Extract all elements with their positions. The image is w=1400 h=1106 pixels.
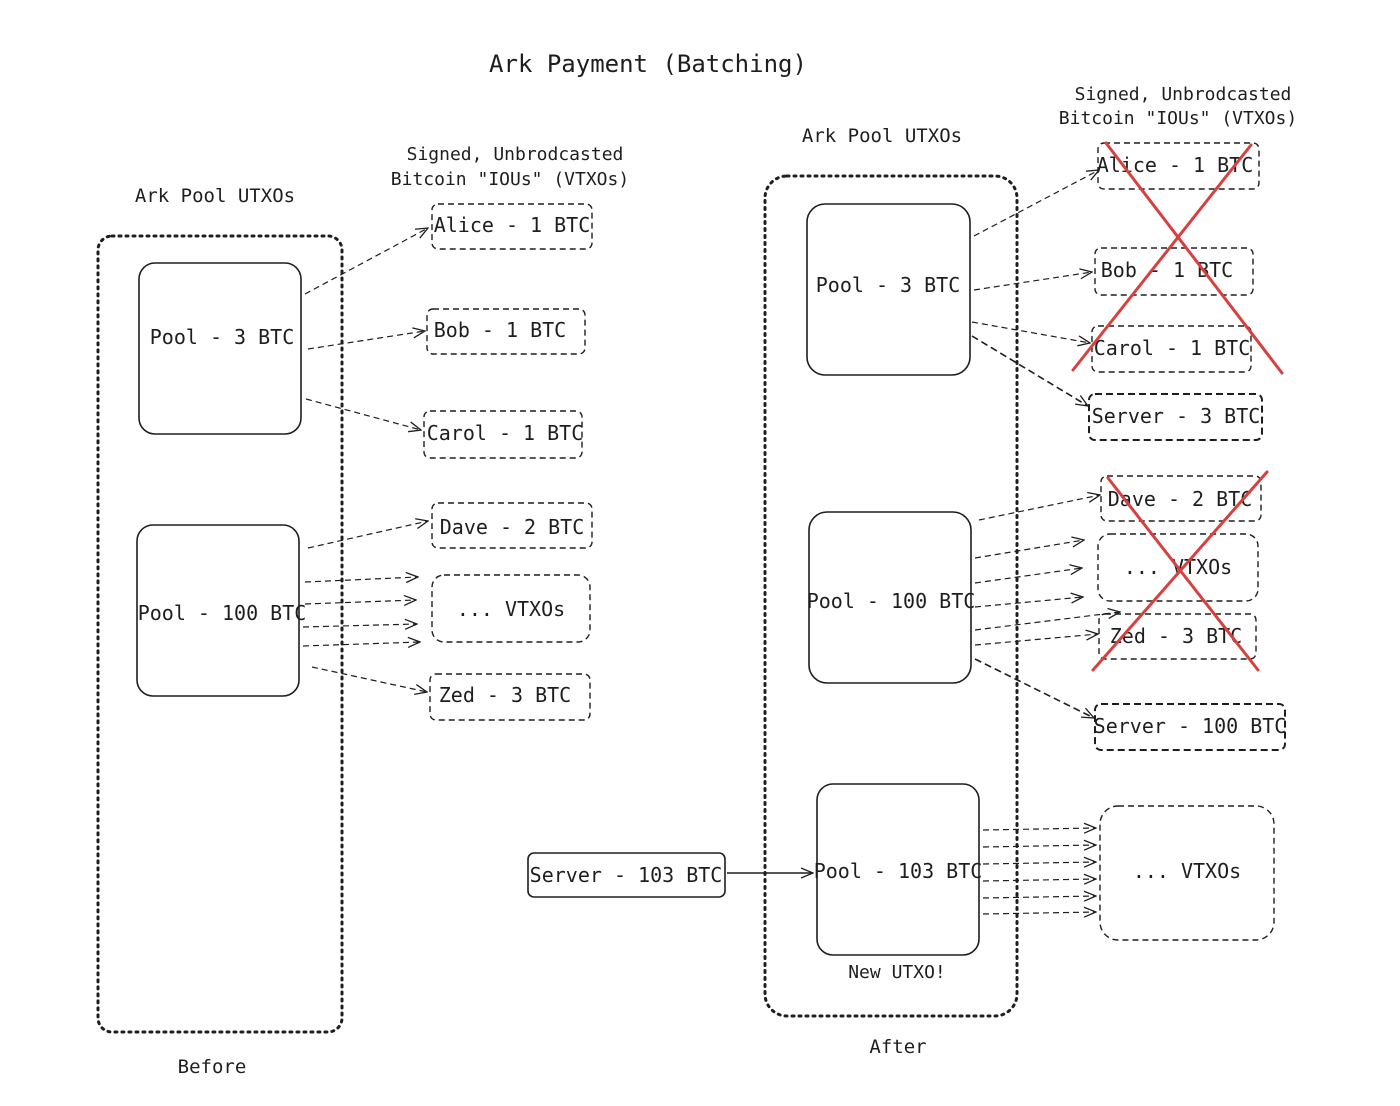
after-arrow-new-2	[982, 845, 1096, 847]
after-arrow-more-4	[974, 612, 1120, 631]
after-vtxo-label-carol: Carol - 1 BTC	[1094, 336, 1251, 360]
before-arrow-more-3	[302, 624, 417, 627]
before-pool-box-2: Pool - 100 BTC	[136, 524, 307, 697]
before-vtxo-label-more: ... VTXOs	[457, 597, 565, 621]
after-pool-label-1: Pool - 3 BTC	[816, 273, 961, 297]
after-vtxo-box-server-100: Server - 100 BTC	[1094, 703, 1287, 751]
after-caption: After	[869, 1036, 926, 1058]
after-vtxo-box-zed: Zed - 3 BTC	[1098, 613, 1257, 660]
before-vtxo-header-line2: Bitcoin "IOUs" (VTXOs)	[391, 169, 629, 190]
after-arrow-zed	[974, 634, 1098, 646]
after-arrow-bob	[973, 272, 1092, 291]
after-pool-header: Ark Pool UTXOs	[802, 125, 962, 147]
before-pool-container	[96, 234, 344, 1034]
after-arrow-new-3	[982, 862, 1096, 864]
before-vtxo-label-carol: Carol - 1 BTC	[427, 421, 584, 445]
after-pool-box-1: Pool - 3 BTC	[806, 203, 971, 376]
before-arrow-zed	[311, 666, 427, 692]
after-vtxo-box-bob: Bob - 1 BTC	[1094, 247, 1254, 296]
before-vtxo-label-alice: Alice - 1 BTC	[434, 213, 591, 237]
after-pool-label-3: Pool - 103 BTC	[814, 859, 983, 883]
after-pool-label-2: Pool - 100 BTC	[807, 589, 976, 613]
after-arrow-new-1	[982, 828, 1096, 830]
after-vtxo-box-carol: Carol - 1 BTC	[1091, 325, 1252, 373]
before-vtxo-header-line1: Signed, Unbrodcasted	[407, 144, 624, 165]
cross-mark-pool-100	[1091, 470, 1269, 672]
server-input-label: Server - 103 BTC	[530, 863, 723, 887]
before-arrow-bob	[307, 331, 425, 350]
before-vtxo-box-more: ... VTXOs	[431, 574, 591, 643]
diagram-title: Ark Payment (Batching)	[489, 50, 807, 78]
cross-mark-pool-3	[1071, 141, 1284, 375]
before-vtxo-box-dave: Dave - 2 BTC	[431, 502, 593, 549]
after-vtxo-box-new-more: ... VTXOs	[1099, 805, 1275, 941]
before-arrow-more-4	[302, 642, 420, 646]
after-arrow-new-6	[982, 912, 1096, 914]
after-vtxo-label-server-100: Server - 100 BTC	[1094, 714, 1287, 738]
before-caption: Before	[178, 1056, 247, 1078]
after-vtxo-box-server-3: Server - 3 BTC	[1088, 393, 1263, 441]
after-arrow-dave	[978, 495, 1100, 521]
before-vtxo-label-dave: Dave - 2 BTC	[440, 515, 585, 539]
after-arrow-more-1	[974, 540, 1084, 559]
after-pool-box-2: Pool - 100 BTC	[807, 511, 976, 684]
before-pool-label-2: Pool - 100 BTC	[138, 601, 307, 625]
after-arrow-new-4	[982, 879, 1096, 881]
before-arrow-alice	[304, 228, 428, 295]
after-arrow-more-3	[974, 597, 1083, 608]
before-arrow-more-1	[304, 577, 418, 582]
after-arrow-new-5	[982, 896, 1096, 898]
before-arrow-dave	[307, 521, 428, 549]
before-vtxo-box-bob: Bob - 1 BTC	[426, 308, 586, 355]
after-pool-box-3: Pool - 103 BTC	[814, 783, 983, 956]
after-vtxo-label-server-3: Server - 3 BTC	[1092, 404, 1261, 428]
before-pool-label-1: Pool - 3 BTC	[150, 325, 295, 349]
before-pool-box-1: Pool - 3 BTC	[138, 262, 302, 435]
before-vtxo-box-carol: Carol - 1 BTC	[423, 410, 584, 459]
after-arrow-more-2	[974, 568, 1082, 584]
server-input-box: Server - 103 BTC	[527, 852, 726, 898]
before-vtxo-label-bob: Bob - 1 BTC	[434, 318, 566, 342]
after-vtxo-header-line2: Bitcoin "IOUs" (VTXOs)	[1059, 108, 1297, 129]
new-utxo-note: New UTXO!	[848, 962, 946, 983]
before-vtxo-label-zed: Zed - 3 BTC	[439, 683, 571, 707]
before-arrow-carol	[305, 398, 421, 430]
after-arrow-carol	[971, 321, 1090, 343]
after-vtxo-label-new-more: ... VTXOs	[1133, 859, 1241, 883]
after-vtxo-header-line1: Signed, Unbrodcasted	[1075, 84, 1292, 105]
after-vtxo-label-bob: Bob - 1 BTC	[1101, 258, 1233, 282]
after-arrow-server-100	[974, 658, 1094, 718]
before-vtxo-box-zed: Zed - 3 BTC	[429, 673, 591, 721]
after-pool-container	[763, 174, 1019, 1018]
before-vtxo-box-alice: Alice - 1 BTC	[431, 203, 593, 250]
after-arrow-alice	[973, 170, 1099, 237]
before-pool-header: Ark Pool UTXOs	[135, 185, 295, 207]
before-arrow-more-2	[304, 600, 416, 604]
after-arrow-server-3	[971, 335, 1088, 406]
